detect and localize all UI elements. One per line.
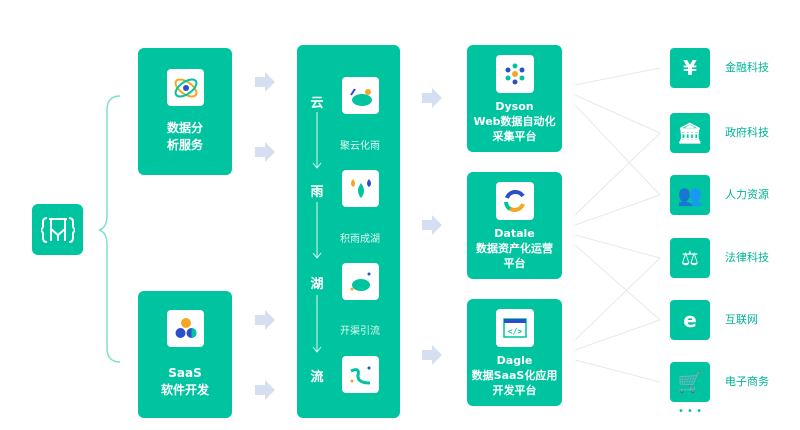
industry-label: 政府科技 [725, 126, 769, 139]
step-lake: 湖 [310, 277, 324, 292]
logo-icon [40, 216, 75, 243]
government-building-icon: 🏛 [670, 113, 710, 153]
internet-explorer-icon: e [670, 300, 710, 340]
scales-icon: ⚖ [670, 238, 710, 278]
cloud-icon [342, 77, 379, 114]
industry-label: 金融科技 [725, 61, 769, 74]
yen-icon: ¥ [670, 48, 710, 88]
industry-label: 互联网 [725, 313, 758, 326]
flow-arrows [255, 72, 442, 400]
step-label: 积雨成湖 [340, 234, 380, 245]
step-cloud: 云 [310, 96, 324, 111]
shopping-cart-icon: 🛒 [670, 362, 710, 402]
industry-label: 人力资源 [725, 188, 769, 201]
fan-lines [574, 67, 661, 383]
step-flow: 流 [310, 370, 324, 385]
dots-flower-icon [496, 55, 534, 93]
industry-label: 法律科技 [725, 251, 769, 264]
hexagons-icon [167, 310, 204, 347]
river-icon [342, 356, 379, 393]
company-logo [32, 204, 83, 255]
atom-icon [167, 69, 204, 106]
svg-text:</>: </> [508, 327, 523, 336]
brace [98, 95, 121, 363]
step-label: 聚云化雨 [340, 141, 380, 152]
step-rain: 雨 [310, 185, 324, 200]
service-card-data-analysis: 数据分析服务 [138, 48, 232, 175]
datale-logo-icon [496, 182, 534, 220]
step-label: 开渠引流 [340, 326, 380, 337]
code-window-icon: </> [496, 309, 534, 347]
service-title: 数据分析服务 [166, 121, 203, 152]
step-arrows [312, 112, 322, 353]
raindrops-icon [342, 170, 379, 207]
more-ellipsis: • • • [677, 406, 703, 417]
lake-icon [342, 263, 379, 300]
people-icon: 👥 [670, 175, 710, 215]
industry-label: 电子商务 [725, 375, 769, 388]
